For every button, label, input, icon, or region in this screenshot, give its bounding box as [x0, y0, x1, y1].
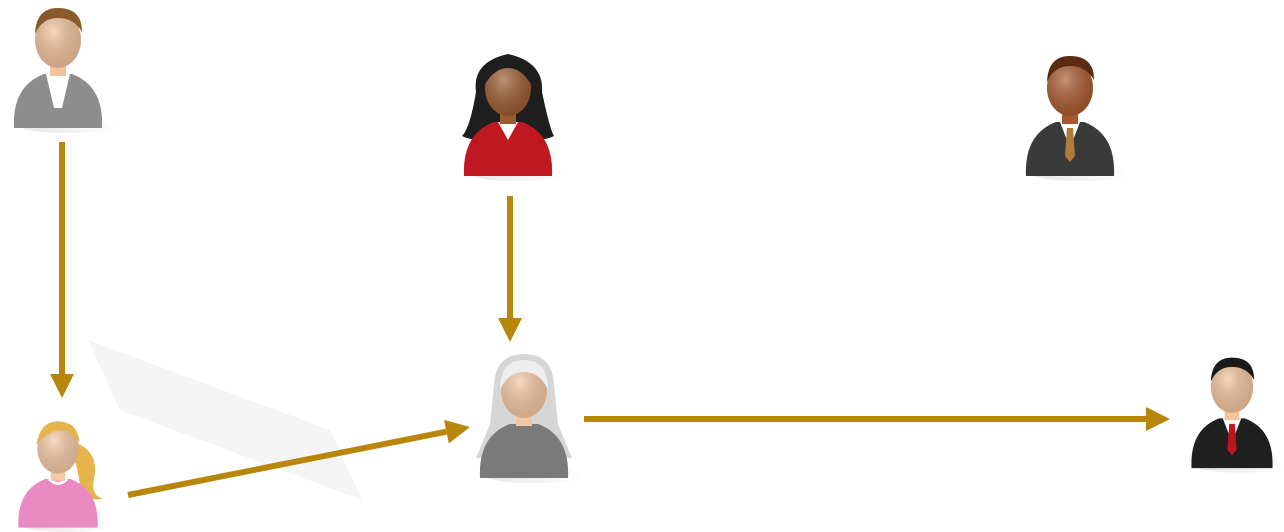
girl-pink-shirt-icon	[18, 421, 114, 532]
woman-red-suit-icon	[462, 54, 570, 181]
nodes-layer	[14, 8, 1284, 532]
arrow-head-icon	[50, 374, 74, 398]
edge-arrow-woman-red-to-woman-hijab	[498, 196, 522, 342]
arrow-head-icon	[498, 318, 522, 342]
woman-hijab-icon	[476, 354, 586, 483]
arrow-head-icon	[444, 420, 470, 444]
man-dark-suit-brown-tie-icon	[1026, 56, 1132, 181]
arrow-head-icon	[1146, 407, 1170, 431]
edge-arrow-woman-hijab-to-man-black-suit	[584, 407, 1170, 431]
man-gray-sweater-icon	[14, 8, 120, 133]
man-black-suit-red-tie-icon	[1191, 358, 1284, 473]
edge-arrow-man-gray-to-girl-pink	[50, 142, 74, 398]
